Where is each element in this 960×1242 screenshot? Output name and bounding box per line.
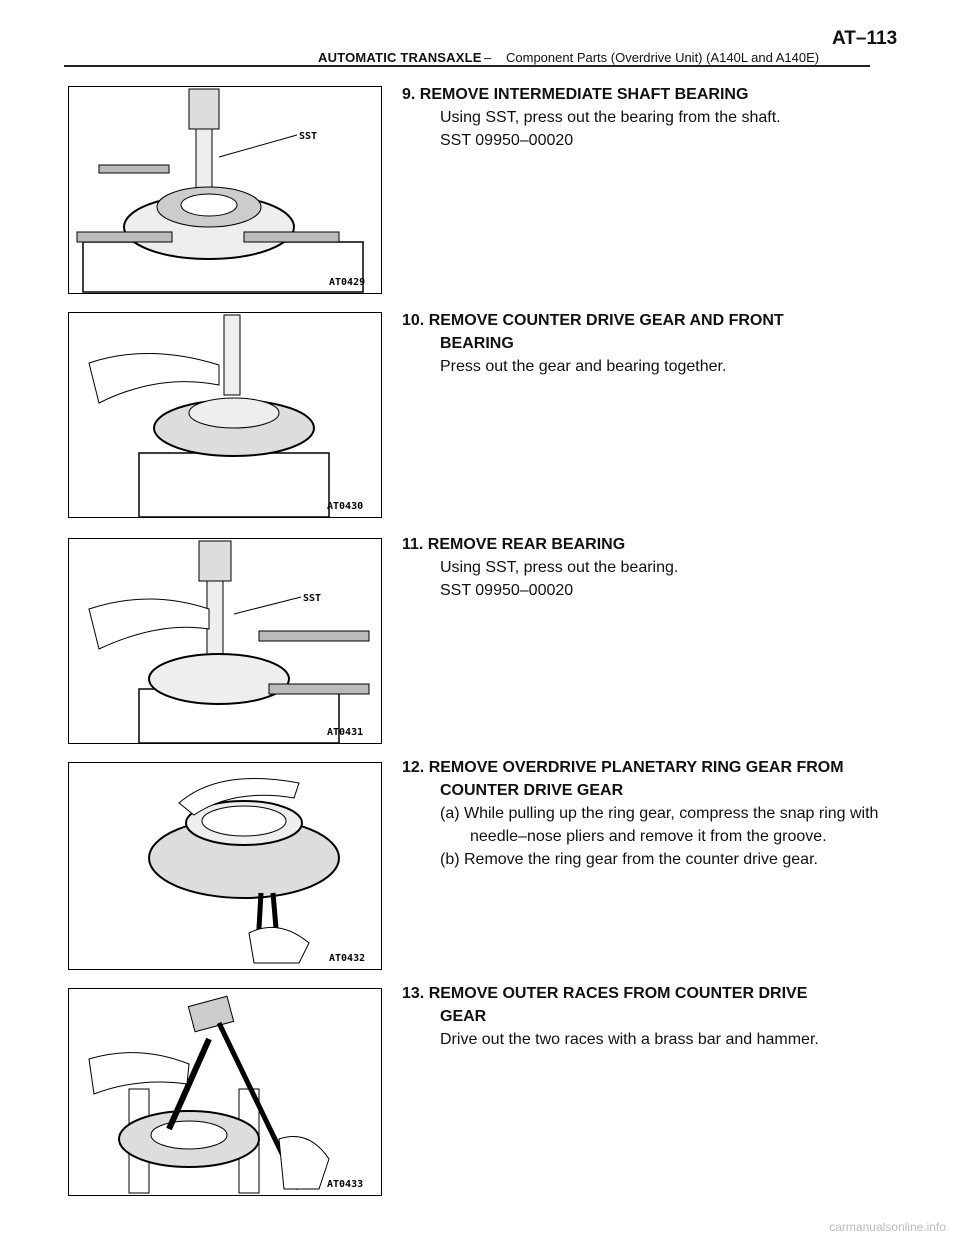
press-rear-bearing-illustration: SST AT0431	[88, 540, 370, 743]
subsection-title: Component Parts (Overdrive Unit) (A140L …	[506, 50, 820, 65]
step-9: 9. REMOVE INTERMEDIATE SHAFT BEARING Usi…	[402, 83, 932, 152]
substep-b: (b) Remove the ring gear from the counte…	[440, 851, 818, 868]
step-11: 11. REMOVE REAR BEARING Using SST, press…	[402, 533, 932, 602]
ring-gear-pliers-illustration: AT0432	[148, 778, 365, 964]
step-instruction: Using SST, press out the bearing from th…	[440, 109, 781, 126]
figure-rear-bearing: SST AT0431	[68, 538, 382, 744]
section-title: AUTOMATIC TRANSAXLE	[318, 50, 482, 65]
step-title-continued: BEARING	[440, 335, 514, 352]
step-title: 9. REMOVE INTERMEDIATE SHAFT BEARING	[402, 86, 749, 103]
step-instruction: Press out the gear and bearing together.	[440, 358, 727, 375]
figure-code: AT0431	[327, 727, 363, 738]
figure-code: AT0432	[329, 953, 365, 964]
figure-counter-drive-gear: AT0430	[68, 312, 382, 518]
step-title: 10. REMOVE COUNTER DRIVE GEAR AND FRONT	[402, 312, 784, 329]
header-rule	[64, 65, 870, 67]
page-number: AT–113	[832, 28, 898, 49]
sst-number: SST 09950–00020	[440, 132, 574, 149]
figure-outer-races: AT0433	[68, 988, 382, 1196]
hammer-brass-bar-illustration: AT0433	[88, 995, 363, 1194]
press-bearing-illustration: SST AT0429	[76, 88, 365, 293]
watermark: carmanualsonline.info	[829, 1220, 946, 1234]
figure-code: AT0429	[329, 277, 365, 288]
figure-code: AT0433	[327, 1179, 363, 1190]
step-instruction: Drive out the two races with a brass bar…	[440, 1031, 819, 1048]
step-13: 13. REMOVE OUTER RACES FROM COUNTER DRIV…	[402, 982, 932, 1051]
figure-callout: SST	[299, 131, 317, 142]
figure-code: AT0430	[327, 501, 363, 512]
step-10: 10. REMOVE COUNTER DRIVE GEAR AND FRONT …	[402, 309, 932, 378]
step-instruction: Using SST, press out the bearing.	[440, 559, 679, 576]
step-title: 11. REMOVE REAR BEARING	[402, 536, 626, 553]
step-title-continued: GEAR	[440, 1008, 487, 1025]
sst-number: SST 09950–00020	[440, 582, 574, 599]
step-title: 12. REMOVE OVERDRIVE PLANETARY RING GEAR…	[402, 759, 844, 776]
substep-a: (a) While pulling up the ring gear, comp…	[440, 805, 879, 822]
substep-a-continued: needle–nose pliers and remove it from th…	[470, 828, 827, 845]
press-gear-illustration: AT0430	[88, 314, 363, 517]
step-12: 12. REMOVE OVERDRIVE PLANETARY RING GEAR…	[402, 756, 932, 871]
step-title-continued: COUNTER DRIVE GEAR	[440, 782, 624, 799]
header-separator: –	[484, 50, 492, 65]
figure-callout: SST	[303, 593, 321, 604]
figure-intermediate-shaft-bearing: SST AT0429	[68, 86, 382, 294]
page-header: AUTOMATIC TRANSAXLE – Component Parts (O…	[0, 0, 960, 70]
figure-planetary-ring-gear: AT0432	[68, 762, 382, 970]
step-title: 13. REMOVE OUTER RACES FROM COUNTER DRIV…	[402, 985, 808, 1002]
